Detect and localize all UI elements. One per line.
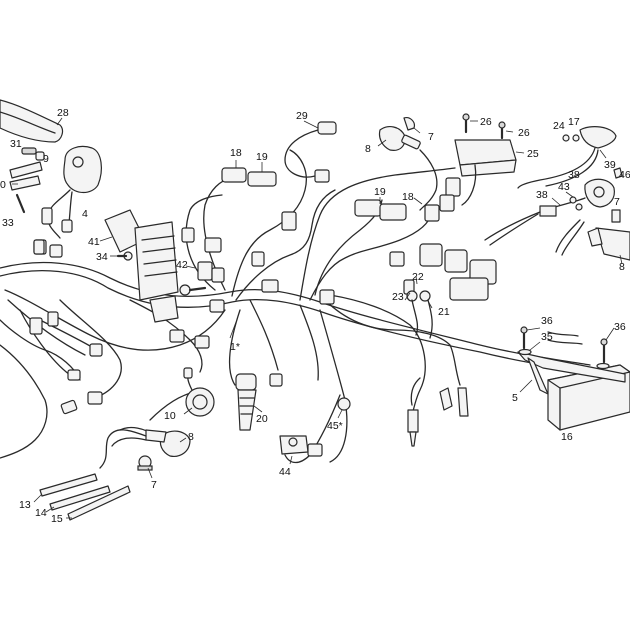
label-36-right: 36 <box>614 321 626 333</box>
label-0: 0 <box>0 179 6 191</box>
part-8-lower-indicator <box>99 429 191 471</box>
label-10: 10 <box>164 410 176 422</box>
label-22: 22 <box>412 271 424 283</box>
part-18-19-right-connectors <box>354 199 440 222</box>
part-39-rear-light <box>517 126 617 189</box>
part-5-battery-strap <box>517 326 626 395</box>
label-7-right: 7 <box>614 196 620 208</box>
label-19-upper: 19 <box>256 151 268 163</box>
main-wiring-harness <box>0 149 591 464</box>
label-5: 5 <box>512 392 518 404</box>
label-7-lower: 7 <box>151 479 157 491</box>
label-29: 29 <box>296 110 308 122</box>
part-18-19-upper-connectors <box>221 167 277 187</box>
label-7-top: 7 <box>428 131 434 143</box>
label-26-left: 26 <box>480 116 492 128</box>
label-41: 41 <box>88 236 100 248</box>
label-25: 25 <box>527 148 539 160</box>
label-38-lower: 38 <box>536 189 548 201</box>
label-26-right: 26 <box>518 127 530 139</box>
part-43-rear-lamp-socket <box>484 167 623 256</box>
label-45-star: 45* <box>327 420 343 432</box>
part-8-front-indicator <box>378 117 438 211</box>
part-28-handlebar-housing <box>0 99 64 143</box>
left-switch-small-parts <box>9 147 45 214</box>
part-25-relay-box <box>439 113 517 212</box>
part-8-rear-indicator <box>587 209 630 261</box>
label-34: 34 <box>96 251 108 263</box>
label-8-lower: 8 <box>188 431 194 443</box>
label-28: 28 <box>57 107 69 119</box>
label-43: 43 <box>558 181 570 193</box>
label-18-right: 18 <box>402 191 414 203</box>
part-21-relay-cluster <box>389 243 497 339</box>
label-21: 21 <box>438 306 450 318</box>
part-44-connector-bracket <box>279 435 323 457</box>
part-20-ignition-coil <box>235 373 283 431</box>
label-17: 17 <box>568 116 580 128</box>
label-1-star: 1* <box>230 341 240 353</box>
label-4: 4 <box>82 208 88 220</box>
label-42: 42 <box>176 259 188 271</box>
label-38-upper: 38 <box>568 169 580 181</box>
part-4-switch <box>33 145 102 255</box>
label-16: 16 <box>561 431 573 443</box>
label-15: 15 <box>51 513 63 525</box>
label-24: 24 <box>553 120 565 132</box>
label-8-right: 8 <box>619 261 625 273</box>
label-14: 14 <box>35 507 47 519</box>
label-18-upper: 18 <box>230 147 242 159</box>
part-34-regulator-unit <box>104 209 207 323</box>
label-9: 9 <box>43 153 49 165</box>
label-33: 33 <box>2 217 14 229</box>
label-20: 20 <box>256 413 268 425</box>
harness-left-connectors <box>29 239 103 415</box>
label-31: 31 <box>10 138 22 150</box>
label-13: 13 <box>19 499 31 511</box>
label-8-top: 8 <box>365 143 371 155</box>
part-10-horn <box>183 367 215 417</box>
label-39: 39 <box>604 159 616 171</box>
label-44: 44 <box>279 466 291 478</box>
cable-ties-13-14-15 <box>39 473 131 521</box>
part-number-labels: 28 31 9 0 33 4 41 34 42 18 19 29 8 7 26 … <box>0 107 630 525</box>
label-46: 46 <box>619 169 630 181</box>
label-35: 35 <box>541 331 553 343</box>
part-29-sensor <box>284 121 337 183</box>
label-19-right: 19 <box>374 186 386 198</box>
label-36-left: 36 <box>541 315 553 327</box>
leader-lines <box>33 120 623 519</box>
part-45-sensor <box>337 397 351 411</box>
part-1-lead <box>229 321 237 339</box>
label-23: 23 <box>392 291 404 303</box>
spark-plug-caps <box>407 377 469 447</box>
part-42-connectors <box>169 211 335 349</box>
